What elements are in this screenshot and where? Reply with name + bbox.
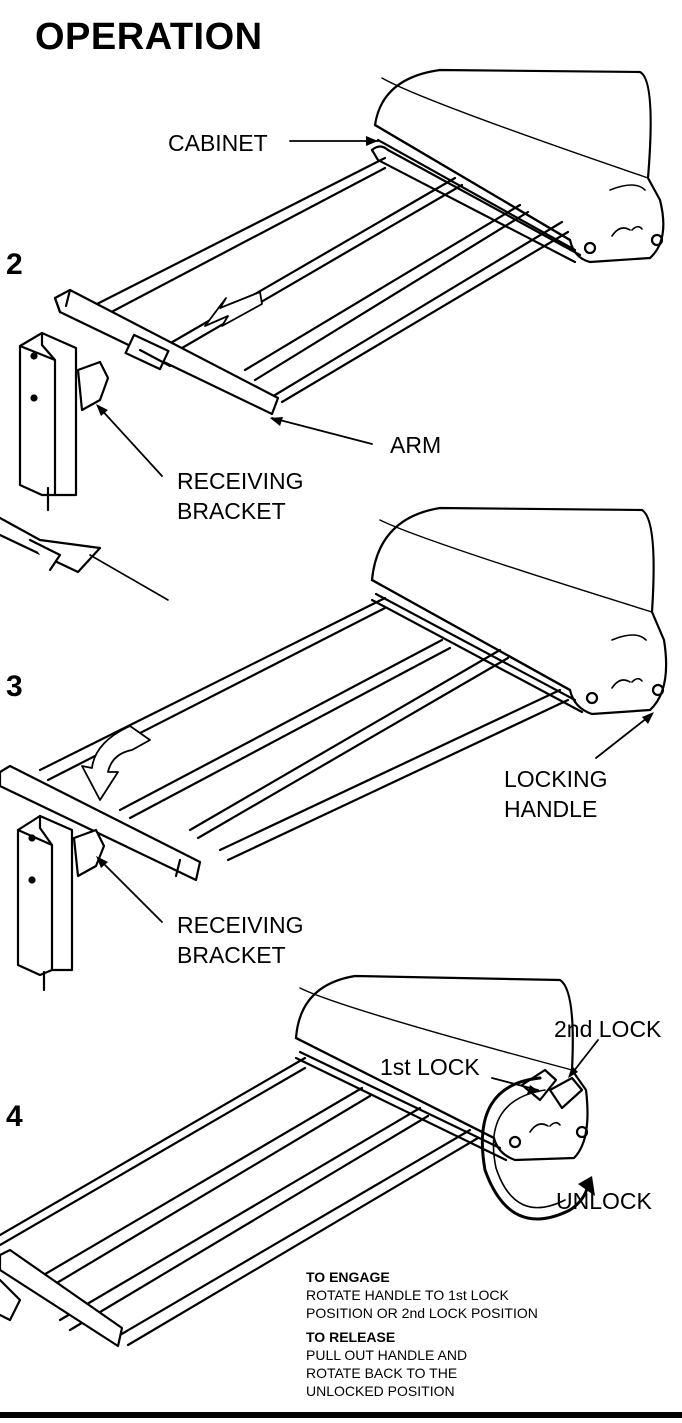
label-first-lock: 1st LOCK [380, 1054, 480, 1080]
step-3-arm-illustration [0, 764, 202, 882]
release-line: PULL OUT HANDLE AND [306, 1347, 468, 1363]
engage-line: ROTATE HANDLE TO 1st LOCK [306, 1287, 509, 1303]
step-3-cabinet-illustration [370, 506, 668, 716]
step-2-figure [0, 68, 665, 601]
step-3-figure [0, 506, 668, 992]
step-4-arm-illustration [0, 1248, 124, 1348]
step-2-tapes [93, 156, 570, 404]
step-2-post-bracket [18, 331, 110, 512]
release-line: UNLOCKED POSITION [306, 1383, 455, 1399]
label-receiving-bracket-3b: BRACKET [177, 942, 286, 968]
step-number-2: 2 [6, 248, 23, 281]
release-heading: TO RELEASE [306, 1329, 396, 1345]
step-number-3: 3 [6, 670, 23, 703]
step-2-arm-illustration [53, 288, 280, 416]
bottom-rule [0, 1412, 682, 1418]
label-receiving-bracket-3a: RECEIVING [177, 912, 304, 938]
engage-line: POSITION OR 2nd LOCK POSITION [306, 1305, 538, 1321]
step-4-figure [0, 974, 599, 1348]
label-unlock: UNLOCK [556, 1188, 652, 1214]
step-3-direction-arrow [81, 725, 151, 801]
step-3-post-bracket [16, 814, 106, 992]
label-arm: ARM [390, 432, 442, 458]
release-line: ROTATE BACK TO THE [306, 1365, 458, 1381]
step-4-rotation-arrow [480, 1076, 590, 1221]
step-2-cabinet-illustration [370, 68, 665, 264]
instructions-release: TO RELEASE PULL OUT HANDLE AND ROTATE BA… [306, 1328, 467, 1400]
label-cabinet: CABINET [168, 130, 268, 156]
engage-heading: TO ENGAGE [306, 1269, 390, 1285]
label-receiving-bracket-2b: BRACKET [177, 498, 286, 524]
page-title: OPERATION [35, 16, 263, 58]
step-2-direction-arrow [204, 291, 263, 327]
instructions-engage: TO ENGAGE ROTATE HANDLE TO 1st LOCK POSI… [306, 1268, 538, 1322]
step-4-tapes [0, 1056, 480, 1347]
label-locking-handle-a: LOCKING [504, 766, 608, 792]
label-receiving-bracket-2a: RECEIVING [177, 468, 304, 494]
step-number-4: 4 [6, 1100, 23, 1133]
label-locking-handle-b: HANDLE [504, 796, 598, 822]
label-second-lock: 2nd LOCK [554, 1016, 662, 1042]
step-3-tapes [38, 596, 570, 862]
